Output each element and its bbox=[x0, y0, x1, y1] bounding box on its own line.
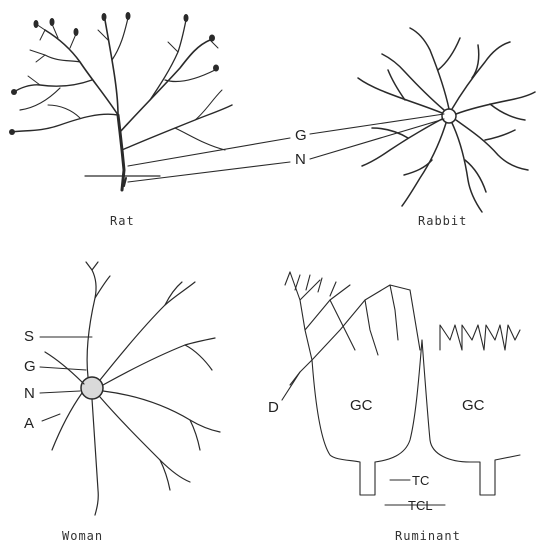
ruminant-label-tc: TC bbox=[412, 473, 429, 488]
woman-neuron-drawing bbox=[40, 262, 220, 515]
woman-label-s: S bbox=[24, 328, 34, 345]
ruminant-label-d: D bbox=[268, 399, 279, 416]
top-label-n: N bbox=[295, 151, 306, 168]
caption-woman: Woman bbox=[62, 529, 103, 543]
ruminant-taste-bud-drawing bbox=[282, 272, 520, 505]
ruminant-label-gc-left: GC bbox=[350, 397, 373, 414]
ruminant-label-gc-right: GC bbox=[462, 397, 485, 414]
top-label-g: G bbox=[295, 127, 307, 144]
rabbit-neuron-drawing bbox=[358, 28, 535, 212]
woman-label-n: N bbox=[24, 385, 35, 402]
caption-rabbit: Rabbit bbox=[418, 214, 467, 228]
woman-label-g: G bbox=[24, 358, 36, 375]
connector-lines bbox=[128, 114, 444, 182]
ruminant-label-tcl: TCL bbox=[408, 498, 433, 513]
caption-ruminant: Ruminant bbox=[395, 529, 461, 543]
rat-neuron-drawing bbox=[9, 12, 232, 190]
caption-rat: Rat bbox=[110, 214, 135, 228]
woman-label-a: A bbox=[24, 415, 34, 432]
